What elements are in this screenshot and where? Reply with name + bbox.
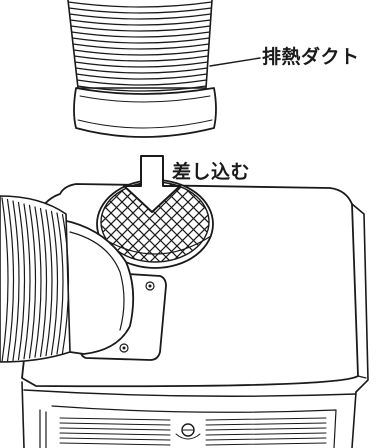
duct-rib [69,19,212,26]
side-duct-rib [39,207,48,357]
filter-mesh-line [101,182,134,262]
side-duct-rib [1,197,9,363]
filter-mesh-line [101,182,158,262]
duct-rib [73,55,209,62]
duct-rib [76,79,208,86]
side-duct-rib [50,210,59,356]
duct-rib [77,85,207,92]
duct-rib [75,67,208,74]
insert-down-arrow [123,155,181,213]
filter-mesh-line [101,182,147,262]
side-duct-rib [45,209,53,357]
side-duct-rib [61,213,70,354]
duct-rib [68,13,212,20]
grille-slat [205,442,327,446]
front-grille [59,417,327,446]
filter-mesh-line [101,182,169,262]
grille-slat [205,417,327,421]
plate-screw-bottom [119,343,129,353]
filter-mesh-line [152,182,209,262]
filter-mesh-line [163,182,209,262]
duct-rib [71,31,211,38]
grille-slat [205,427,327,431]
grille-slat [205,432,327,436]
plate-screw-top [145,281,155,291]
grille-slat [59,422,171,426]
side-duct-rib [12,200,20,361]
side-duct-rib [56,212,64,355]
filter-mesh-line [141,182,209,262]
front-screw [181,423,195,437]
duct-rib [71,37,211,44]
duct-rib [67,1,213,8]
grille-slat [59,432,171,436]
exhaust-duct-label: 排熱ダクト [262,46,360,68]
duct-rib [73,49,210,56]
duct-corrugation [67,1,213,92]
side-duct-rib [23,203,31,360]
side-duct-rib [28,204,37,359]
grille-slat [205,437,327,441]
grille-slat [59,417,171,421]
side-duct-rib [17,201,26,361]
grille-slat [205,422,327,426]
filter-mesh-line [165,182,209,262]
duct-rib [74,61,209,68]
exhaust-duct [67,0,261,138]
duct-leader-line [209,57,261,67]
filter-mesh-line [101,182,145,262]
grille-slat [59,427,171,431]
side-duct-rib [34,206,42,358]
insert-instruction-label: 差し込む [172,161,251,183]
grille-slat [59,437,171,441]
duct-rib [72,43,210,50]
duct-rib [75,73,208,80]
grille-slat [59,442,171,446]
side-duct-assembly [0,195,167,363]
duct-rib [70,25,211,32]
filter-mesh-line [176,182,209,262]
duct-rib [68,7,213,14]
side-duct-corrugation [1,197,70,363]
side-duct-rib [6,198,15,362]
